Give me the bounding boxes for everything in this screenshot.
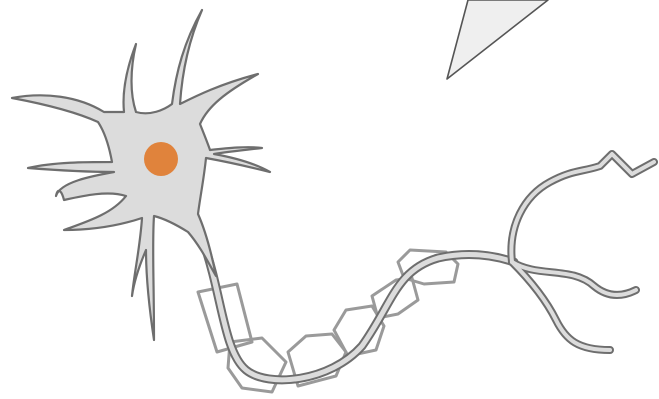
soma <box>12 10 270 340</box>
axon <box>204 244 514 380</box>
pipette-tip <box>447 0 548 79</box>
axon-fill <box>204 244 514 380</box>
nucleus <box>144 142 178 176</box>
axon-terminals <box>511 154 654 350</box>
axon-outline <box>204 244 514 380</box>
